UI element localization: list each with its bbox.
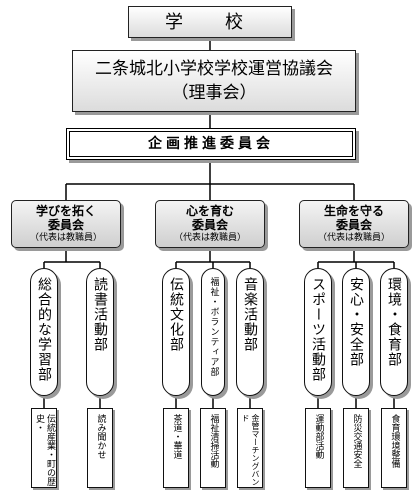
club-label: 福祉・ボランティア部 [208,277,219,377]
activity-label: 福祉清掃活動 [208,414,219,468]
activity-label: 伝統産業・町の歴史・ [34,414,55,486]
council-name: 二条城北小学校学校運営協議会 [95,59,333,79]
club-label: 音楽活動部 [242,277,258,352]
activity-marching-band: 金管マーチングバンド [237,408,263,488]
activity-label: 食育環境整備 [389,414,400,468]
committee-learning: 学びを拓く 委員会 （代表は教職員） [11,200,121,248]
club-welfare-volunteer: 福祉・ボランティア部 [201,268,225,396]
club-label: 伝統文化部 [168,277,184,352]
club-sports: スポーツ活動部 [304,268,332,396]
activity-sports-club: 運動部活動 [305,408,331,488]
committee-name-suffix: 委員会 [335,218,372,232]
committee-name-suffix: 委員会 [47,218,84,232]
club-label: 総合的な学習部 [36,277,52,382]
activity-label: 金管マーチングバンド [241,414,260,486]
activity-label: 運動部活動 [313,414,324,459]
club-label: 読書活動部 [92,277,108,352]
club-label: 安心・安全部 [348,277,364,367]
activity-label: 読み聞かせ [95,414,106,459]
activity-food-environment: 食育環境整備 [381,408,407,488]
club-integrated-learning: 総合的な学習部 [30,268,58,396]
committee-name: 生命を守る [323,204,384,218]
club-label: 環境・食育部 [386,277,402,367]
committee-representative: （代表は教職員） [317,233,390,243]
activity-read-aloud: 読み聞かせ [87,408,113,488]
committee-heart: 心を育む 委員会 （代表は教職員） [155,200,265,248]
committee-name: 学びを拓く [35,204,96,218]
club-safety: 安心・安全部 [342,268,370,396]
club-music: 音楽活動部 [236,268,264,396]
committee-life: 生命を守る 委員会 （代表は教職員） [299,200,409,248]
committee-name: 心を育む [185,204,234,218]
planning-committee-box: 企画推進委員会 [66,128,356,160]
activity-disaster-traffic: 防災交通安全 [343,408,369,488]
activity-traditional-industry: 伝統産業・町の歴史・ [31,408,57,488]
council-alias: （理事会） [171,83,257,103]
club-reading: 読書活動部 [86,268,114,396]
committee-representative: （代表は教職員） [173,233,246,243]
activity-tea-flower: 茶道・華道 [163,408,189,488]
club-label: スポーツ活動部 [310,277,326,382]
activity-label: 防災交通安全 [351,414,362,468]
activity-welfare-cleaning: 福祉清掃活動 [200,408,226,488]
club-environment-food: 環境・食育部 [380,268,408,396]
committee-representative: （代表は教職員） [29,233,102,243]
school-box: 学 校 [128,6,292,38]
activity-label: 茶道・華道 [171,414,182,459]
council-box: 二条城北小学校学校運営協議会 （理事会） [72,50,356,112]
club-traditional-culture: 伝統文化部 [162,268,190,396]
committee-name-suffix: 委員会 [191,218,228,232]
